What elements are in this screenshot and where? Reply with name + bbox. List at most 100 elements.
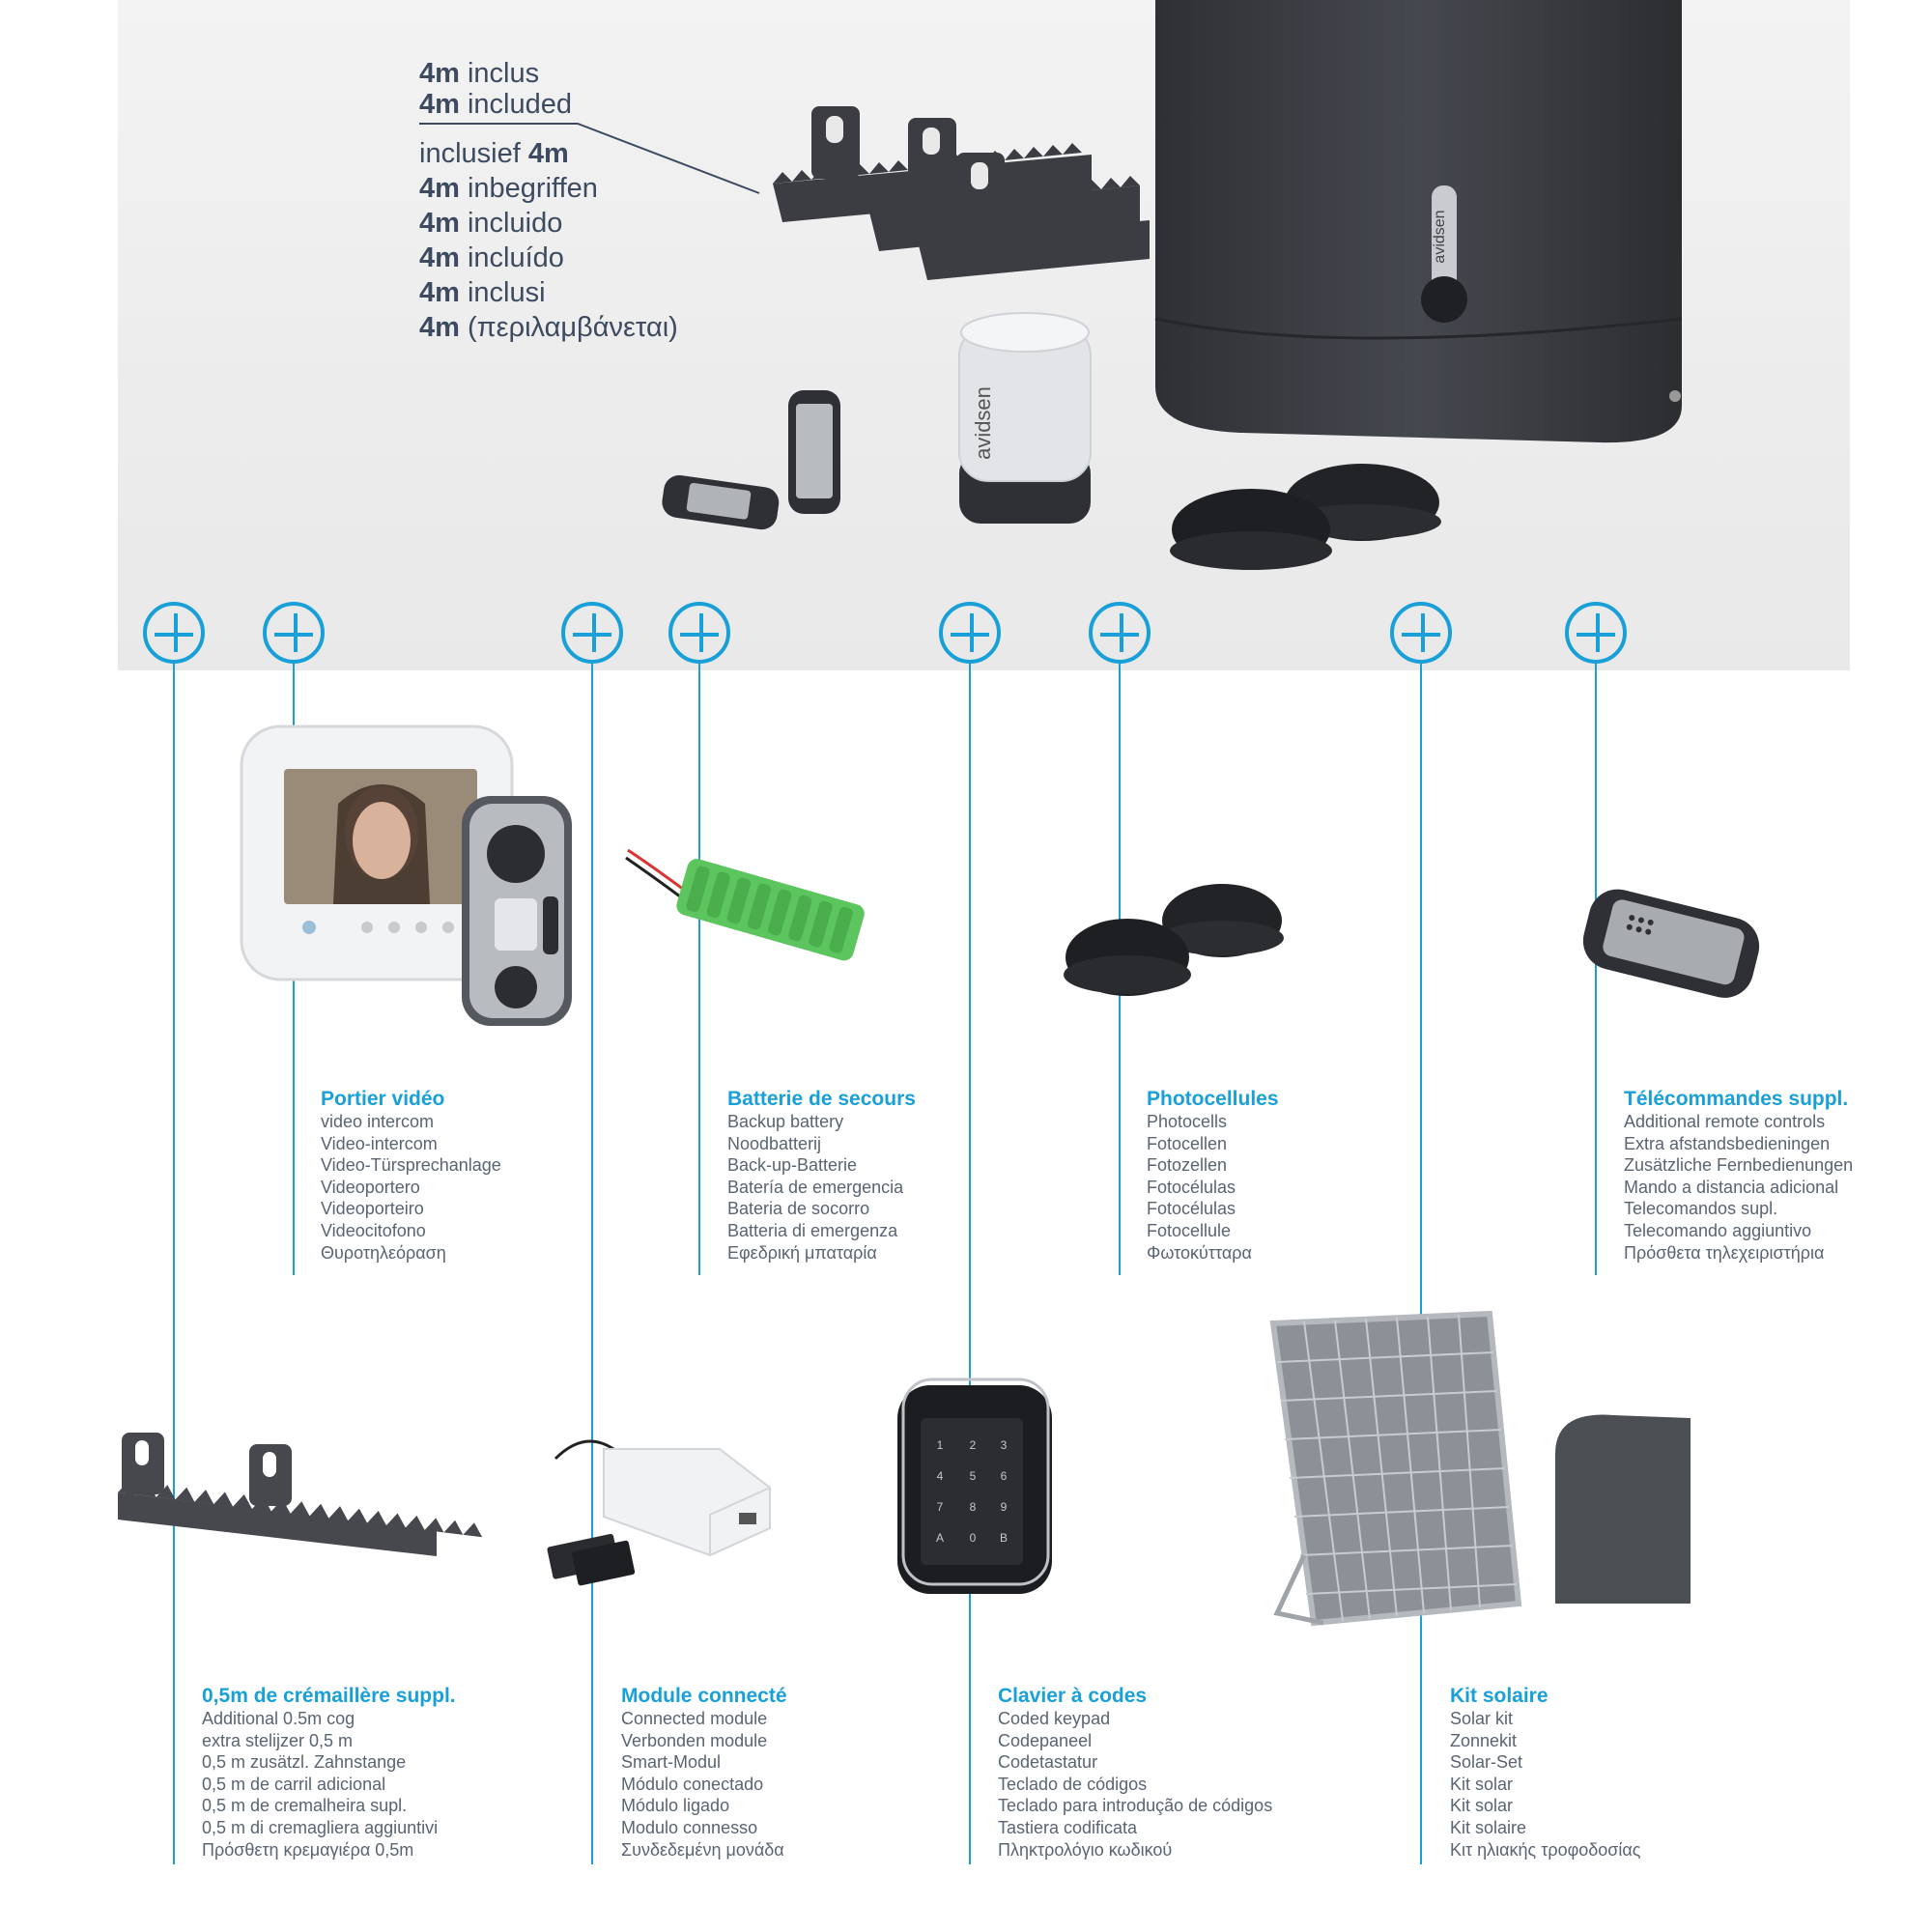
accessory-title: Clavier à codes bbox=[998, 1685, 1148, 1707]
add-rack-button[interactable] bbox=[143, 602, 205, 664]
connector-line bbox=[173, 663, 175, 1864]
keypad-key: 7 bbox=[937, 1500, 944, 1514]
accessory-title: Kit solaire bbox=[1450, 1685, 1548, 1707]
accessory-line: Batteria di emergenza bbox=[727, 1220, 898, 1240]
accessory-line: 0,5 m de carril adicional bbox=[202, 1774, 386, 1794]
accessory-line: Εφεδρική μπαταρία bbox=[727, 1242, 877, 1263]
accessory-line: Noodbatterij bbox=[727, 1133, 822, 1153]
accessory-line: Fotozellen bbox=[1147, 1155, 1228, 1176]
accessory-line: Πληκτρολόγιο κωδικού bbox=[998, 1839, 1173, 1860]
keypad-key: 0 bbox=[970, 1531, 977, 1545]
accessory-line: 0,5 m zusätzl. Zahnstange bbox=[202, 1752, 407, 1773]
photocells-image bbox=[1064, 884, 1284, 996]
flashing-light-image: avidsen bbox=[958, 312, 1092, 524]
accessory-line: 0,5 m de cremalheira supl. bbox=[202, 1796, 408, 1816]
connector-line bbox=[1595, 663, 1597, 1275]
add-module-button[interactable] bbox=[561, 602, 623, 664]
accessory-title: Portier vidéo bbox=[321, 1088, 445, 1110]
accessory-line: Videoporteiro bbox=[321, 1199, 424, 1219]
accessory-line: Kit solar bbox=[1450, 1796, 1514, 1816]
accessory-line: Video-intercom bbox=[321, 1133, 438, 1153]
connector-line bbox=[969, 663, 971, 1864]
accessory-line: video intercom bbox=[321, 1112, 435, 1131]
accessory-line: Módulo ligado bbox=[621, 1796, 730, 1816]
accessory-line: Modulo connesso bbox=[621, 1817, 758, 1837]
solar-kit-image bbox=[1269, 1310, 1690, 1627]
hero-photocells-image bbox=[1170, 464, 1441, 570]
add-battery-button[interactable] bbox=[668, 602, 730, 664]
accessory-line: Codetastatur bbox=[998, 1752, 1098, 1773]
accessory-line: Fotocélulas bbox=[1147, 1177, 1236, 1197]
accessory-remote-controls: Télécommandes suppl. Additional remote c… bbox=[1624, 1088, 1853, 1264]
note-line: 4m (περιλαμβάνεται) bbox=[419, 312, 678, 343]
keypad-key: 9 bbox=[1001, 1500, 1008, 1514]
note-line: 4m inbegriffen bbox=[419, 173, 598, 204]
extra-rack-image bbox=[118, 1433, 483, 1556]
accessory-title: Photocellules bbox=[1147, 1088, 1279, 1110]
accessory-line: Módulo conectado bbox=[621, 1774, 764, 1794]
keypad-key: 4 bbox=[937, 1469, 944, 1483]
accessory-line: Solar kit bbox=[1450, 1709, 1514, 1728]
accessory-line: Zusätzliche Fernbedienungen bbox=[1624, 1155, 1854, 1176]
accessory-line: Photocells bbox=[1147, 1112, 1228, 1131]
accessory-connected-module: Module connecté Connected module Verbond… bbox=[621, 1685, 787, 1861]
keypad-key: 2 bbox=[970, 1438, 977, 1452]
coded-keypad-image: 1 2 3 4 5 6 7 8 9 A 0 B bbox=[897, 1378, 1052, 1594]
accessory-line: Smart-Modul bbox=[621, 1752, 722, 1773]
connector-line bbox=[698, 663, 700, 1275]
accessory-line: Extra afstandsbedieningen bbox=[1624, 1133, 1831, 1153]
connected-module-image bbox=[547, 1439, 771, 1586]
accessory-backup-battery: Batterie de secours Backup battery Noodb… bbox=[727, 1088, 916, 1264]
keypad-key: 5 bbox=[970, 1469, 977, 1483]
accessory-line: Telecomandos supl. bbox=[1624, 1199, 1778, 1219]
accessory-line: Videocitofono bbox=[321, 1220, 426, 1240]
accessory-line: Verbonden module bbox=[621, 1730, 768, 1750]
add-keypad-button[interactable] bbox=[939, 602, 1001, 664]
accessory-title: 0,5m de crémaillère suppl. bbox=[202, 1685, 456, 1707]
accessory-line: Συνδεδεμένη μονάδα bbox=[621, 1839, 784, 1860]
accessory-line: Πρόσθετα τηλεχειριστήρια bbox=[1624, 1242, 1825, 1263]
accessory-coded-keypad: Clavier à codes Coded keypad Codepaneel … bbox=[998, 1685, 1272, 1861]
add-remotes-button[interactable] bbox=[1565, 602, 1627, 664]
accessory-photocells: Photocellules Photocells Fotocellen Foto… bbox=[1147, 1088, 1279, 1264]
accessory-extra-rack: 0,5m de crémaillère suppl. Additional 0.… bbox=[202, 1685, 456, 1861]
accessory-line: Fotocellen bbox=[1147, 1133, 1228, 1153]
accessory-line: Teclado de códigos bbox=[998, 1774, 1148, 1794]
accessory-line: Batería de emergencia bbox=[727, 1177, 904, 1197]
accessory-line: Tastiera codificata bbox=[998, 1817, 1138, 1837]
keypad-key: 1 bbox=[937, 1438, 944, 1452]
accessory-line: Kit solar bbox=[1450, 1774, 1514, 1794]
accessory-video-intercom: Portier vidéo video intercom Video-inter… bbox=[321, 1088, 501, 1264]
accessory-line: Additional remote controls bbox=[1624, 1112, 1826, 1131]
extra-remote-image bbox=[1582, 889, 1760, 998]
keypad-key: A bbox=[936, 1531, 944, 1545]
accessory-line: Backup battery bbox=[727, 1112, 844, 1131]
accessory-title: Télécommandes suppl. bbox=[1624, 1088, 1849, 1110]
accessory-line: 0,5 m di cremagliera aggiuntivi bbox=[202, 1817, 439, 1837]
accessory-line: Codepaneel bbox=[998, 1730, 1093, 1750]
add-solar-kit-button[interactable] bbox=[1390, 602, 1452, 664]
gate-motor-image: avidsen bbox=[1154, 0, 1683, 443]
accessory-line: Πρόσθετη κρεμαγιέρα 0,5m bbox=[202, 1839, 414, 1860]
keypad-key: 8 bbox=[970, 1500, 977, 1514]
accessory-line: Bateria de socorro bbox=[727, 1199, 870, 1219]
note-line: 4m inclus bbox=[419, 58, 540, 89]
add-video-intercom-button[interactable] bbox=[263, 602, 325, 664]
keypad-key: 6 bbox=[1001, 1469, 1008, 1483]
connector-line bbox=[591, 663, 593, 1864]
brand-text: avidsen bbox=[971, 386, 995, 460]
video-intercom-image bbox=[240, 724, 572, 1026]
accessory-title: Module connecté bbox=[621, 1685, 787, 1707]
note-line: 4m incluido bbox=[419, 208, 563, 239]
note-leader-line bbox=[419, 123, 760, 194]
accessory-solar-kit: Kit solaire Solar kit Zonnekit Solar-Set… bbox=[1450, 1685, 1640, 1861]
accessory-line: Kit solaire bbox=[1450, 1817, 1527, 1837]
remote-controls-image bbox=[662, 390, 840, 530]
accessory-line: Video-Türsprechanlage bbox=[321, 1155, 501, 1176]
accessory-line: Videoportero bbox=[321, 1177, 420, 1197]
accessory-line: extra stelijzer 0,5 m bbox=[202, 1730, 354, 1750]
note-line: 4m inclusi bbox=[419, 277, 546, 308]
keypad-key: B bbox=[1000, 1531, 1008, 1545]
accessory-line: Additional 0.5m cog bbox=[202, 1709, 355, 1728]
add-photocells-button[interactable] bbox=[1089, 602, 1151, 664]
